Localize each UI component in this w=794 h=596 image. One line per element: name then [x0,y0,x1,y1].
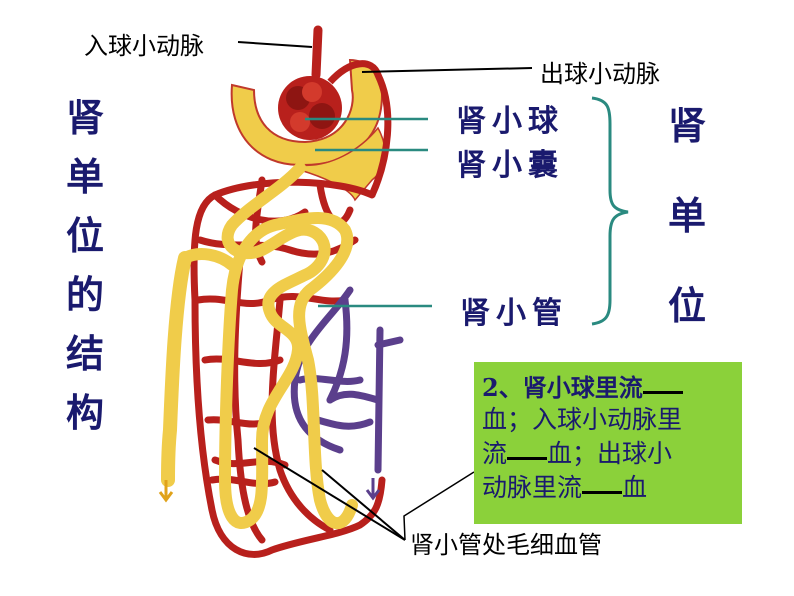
question-text-3a: 流 [482,439,508,468]
label-glomerulus: 肾小球 [456,104,564,139]
question-line-2: 血；入球小动脉里 [482,405,683,434]
glomerulus [278,76,342,140]
outflow-arrow-left [158,480,174,503]
right-title-char: 单 [667,193,706,238]
afferent-arteriole [311,25,323,80]
label-renal-tubule: 肾小管 [460,296,568,331]
label-afferent-arteriole: 入球小动脉 [84,32,204,60]
left-title-char: 肾 [65,95,104,140]
left-vertical-title: 肾 单 位 的 结 构 [60,88,110,442]
leader-afferent [237,41,313,48]
right-title-char: 位 [667,283,706,328]
left-title-char: 位 [65,213,104,258]
leader-lines [237,41,533,541]
question-text-4a: 动脉里流 [482,473,583,502]
answer-blank-3[interactable] [582,490,623,494]
left-title-char: 构 [65,390,104,435]
left-title-char: 单 [65,154,104,199]
leader-efferent [361,67,533,73]
question-box: 2、肾小球里流 血；入球小动脉里 流 血；出球小 动脉里流 血 [474,362,742,524]
leader-capillaries-c [403,471,475,541]
curly-brace [591,96,629,326]
outflow-arrow-right [365,478,381,501]
leader-capillaries-a [253,447,406,541]
left-title-char: 的 [65,272,104,317]
right-title-char: 肾 [667,103,706,148]
right-vertical-title: 肾 单 位 [662,95,712,365]
renal-tubule [161,162,358,530]
question-line-3: 流 血；出球小 [482,437,734,471]
label-bowmans-capsule: 肾小囊 [456,148,564,183]
left-title-char: 结 [65,331,104,376]
question-text-3b: 血；出球小 [547,439,673,468]
question-text-1: 2、肾小球里流 [482,373,643,402]
answer-blank-2[interactable] [507,456,548,460]
label-efferent-arteriole: 出球小动脉 [540,60,660,88]
label-peritubular-capillaries: 肾小管处毛细血管 [410,531,602,559]
answer-blank-1[interactable] [642,390,683,394]
question-line-1: 2、肾小球里流 [482,368,734,403]
question-text-4b: 血 [622,473,648,502]
leader-capillaries-b [321,469,406,541]
efferent-arteriole [327,60,392,197]
question-line-4: 动脉里流 血 [482,471,734,505]
